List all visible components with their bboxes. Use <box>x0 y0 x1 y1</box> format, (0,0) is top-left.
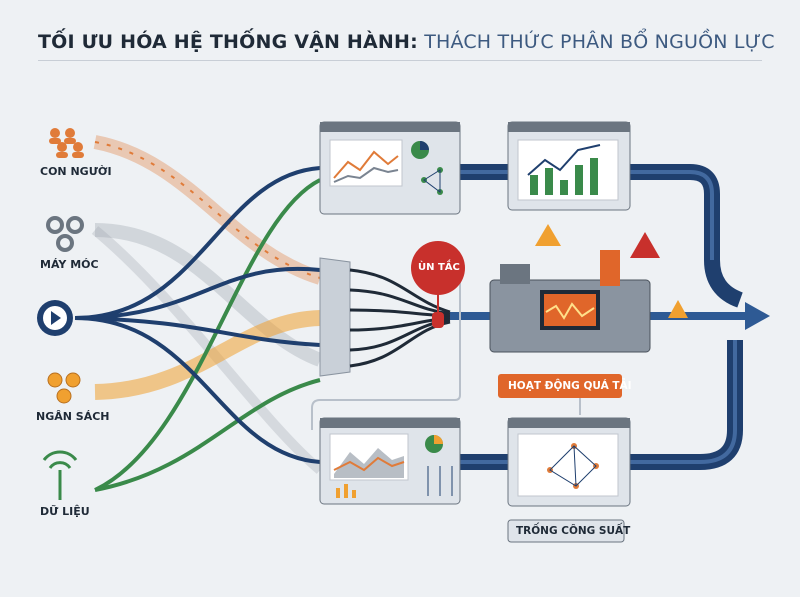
source-label-people: CON NGƯỜI <box>40 165 112 178</box>
gear-icon <box>46 216 84 252</box>
overload-label: HOẠT ĐỘNG QUÁ TẢI <box>508 380 632 392</box>
dashboard-top-right <box>507 121 631 211</box>
people-icon <box>49 128 84 158</box>
title-sub: THÁCH THỨC PHÂN BỔ NGUỒN LỰC <box>424 31 775 53</box>
overload-tag-box <box>498 374 622 398</box>
signal-icon <box>42 450 78 500</box>
coin-icon <box>47 372 81 404</box>
idle-capacity-label: TRỐNG CÔNG SUẤT <box>516 525 631 537</box>
idle-tag-box <box>507 519 625 543</box>
navy-streams <box>74 166 321 464</box>
bottleneck-label: ÙN TẮC <box>418 262 460 273</box>
source-label-budget: NGÂN SÁCH <box>36 410 110 423</box>
people-stream <box>93 135 323 285</box>
budget-stream <box>94 310 321 400</box>
dashboard-top-left <box>319 121 461 215</box>
page-title: TỐI ƯU HÓA HỆ THỐNG VẬN HÀNH: THÁCH THỨC… <box>38 31 775 53</box>
title-main: TỐI ƯU HÓA HỆ THỐNG VẬN HÀNH: <box>38 31 418 53</box>
source-label-data: DỮ LIỆU <box>40 505 90 518</box>
dashboard-bottom-right <box>507 417 631 507</box>
dashboard-bottom-left <box>319 417 461 505</box>
source-label-machines: MÁY MÓC <box>40 258 99 271</box>
overloaded-machine <box>489 224 688 353</box>
bottleneck-marker <box>411 241 465 328</box>
title-divider <box>38 60 762 61</box>
